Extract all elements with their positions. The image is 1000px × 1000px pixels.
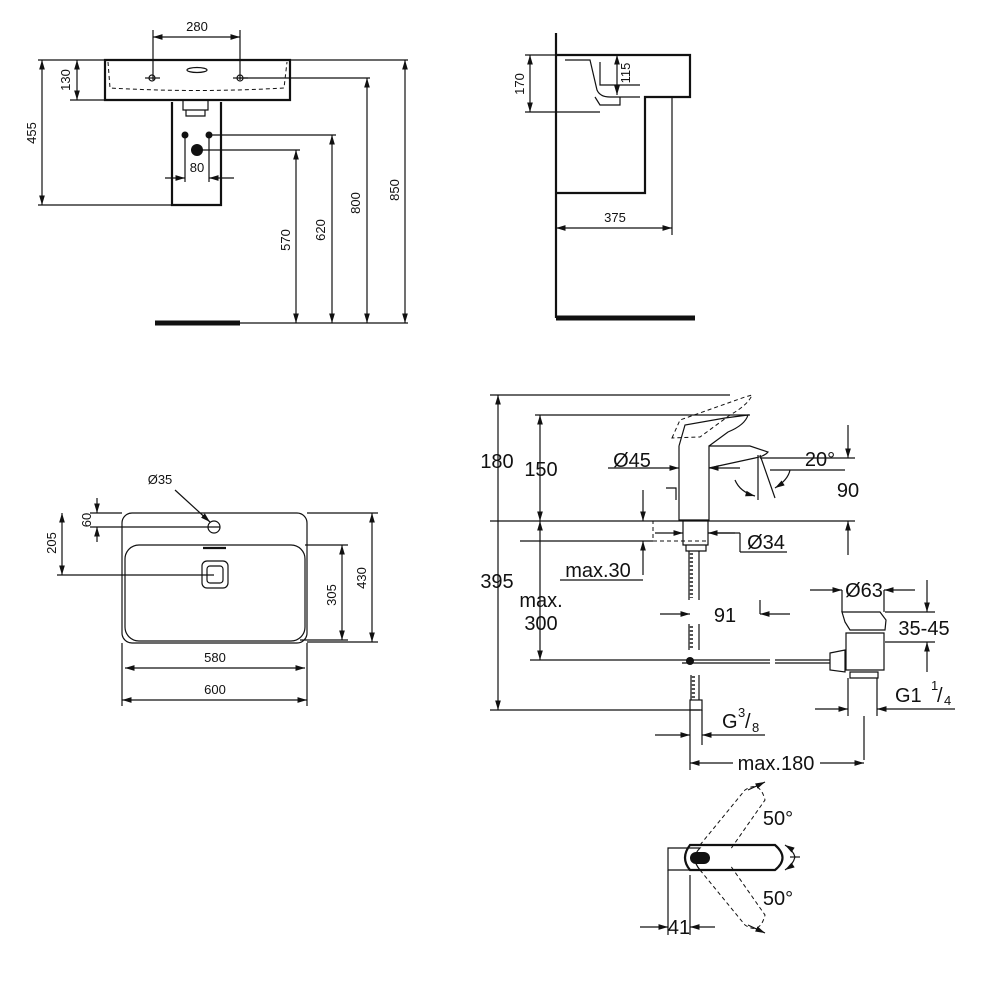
dim-430: 430 [354,567,369,589]
thread-g1-1-4: G1 1 / 4 [895,678,951,708]
dim-41: 41 [668,917,690,939]
dim-580: 580 [204,650,226,665]
dim-diameter-63: Ø63 [845,580,883,602]
dim-850: 850 [387,179,402,201]
svg-text:/: / [937,685,943,707]
dim-130: 130 [58,69,73,91]
basin-side [556,53,692,195]
pedestal [170,102,223,207]
dim-395: 395 [480,571,513,593]
dim-170: 170 [512,73,527,95]
dim-150: 150 [524,459,557,481]
basin-front [103,58,292,102]
dim-600: 600 [204,682,226,697]
dim-90: 90 [837,480,859,502]
dim-455: 455 [24,122,39,144]
basin-bowl [124,544,306,642]
dim-305: 305 [324,584,339,606]
svg-text:1: 1 [931,678,938,693]
dim-375: 375 [604,210,626,225]
dim-diameter-45: Ø45 [613,450,651,472]
svg-text:/: / [745,711,751,733]
svg-text:4: 4 [944,693,951,708]
max-30: max.30 [565,560,631,582]
max-180: max.180 [738,753,815,775]
dim-91: 91 [714,605,736,627]
dim-35: Ø35 [148,472,173,487]
dim-80: 80 [190,160,204,175]
angle-50-top: 50° [763,808,793,830]
dim-diameter-34: Ø34 [747,532,785,554]
dim-180: 180 [480,451,513,473]
basin-outline [121,512,308,644]
max-label: max. [519,590,562,612]
angle-20: 20° [805,449,835,471]
angle-50-bottom: 50° [763,888,793,910]
side-view: 170 115 375 [512,33,695,321]
dim-300: 300 [524,613,557,635]
handle-rotation-view: 50° 50° 41 [640,781,800,939]
dim-570: 570 [278,229,293,251]
dim-35-45: 35-45 [898,618,949,640]
front-view: 280 130 455 80 570 620 800 850 [24,19,408,326]
dim-620: 620 [313,219,328,241]
handle-body [683,843,784,872]
dim-205: 205 [44,532,59,554]
dim-115: 115 [618,63,633,84]
svg-text:G: G [722,711,738,733]
thread-g-3-8: G 3 / 8 [722,705,759,735]
dim-60: 60 [79,513,94,527]
dim-280: 280 [186,19,208,34]
svg-text:3: 3 [738,705,745,720]
dim-800: 800 [348,192,363,214]
faucet-drawing: 180 150 Ø45 20° 90 Ø34 max.30 395 max. 3… [480,394,955,775]
svg-text:G1: G1 [895,685,922,707]
svg-text:8: 8 [752,720,759,735]
plan-view: Ø35 60 205 305 430 580 600 [44,472,378,706]
